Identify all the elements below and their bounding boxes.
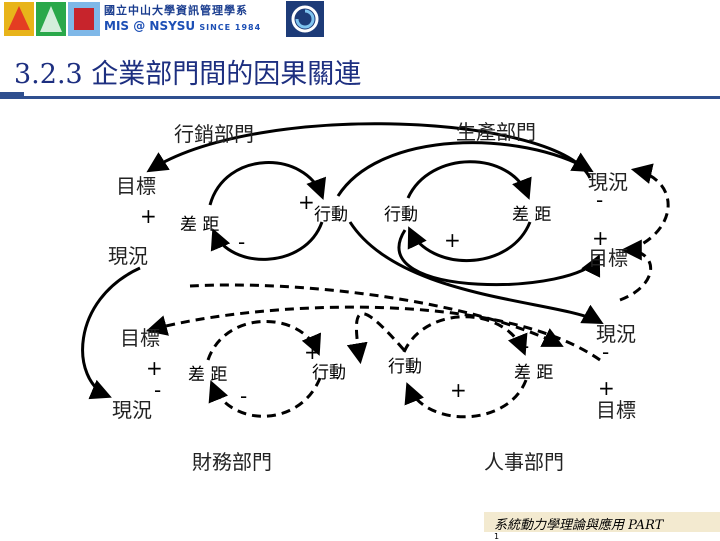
link-production-to-hr-current [348, 221, 604, 325]
dept-finance-label: 財務部門 [192, 450, 272, 474]
school-since: SINCE 1984 [199, 23, 262, 32]
school-name: 國立中山大學資訊管理學系 MIS @ NSYSU SINCE 1984 [104, 2, 261, 33]
link-hr-current-to-production-goal [619, 239, 653, 302]
link-marketing-to-finance-dashed [189, 283, 564, 347]
hr-goal-sign: + [598, 376, 615, 400]
finance-action-label: 行動 [312, 363, 346, 383]
marketing-goal-label: 目標 [116, 174, 156, 198]
marketing-goal-sign: + [140, 204, 157, 228]
school-name-line2: MIS @ NSYSU SINCE 1984 [104, 19, 261, 33]
production-goal-sign: + [592, 226, 609, 250]
hr-action-sign: + [450, 378, 467, 402]
marketing-loop-upper-arc [208, 161, 326, 206]
header: 國立中山大學資訊管理學系 MIS @ NSYSU SINCE 1984 [0, 0, 720, 40]
footer-bar [484, 512, 720, 532]
dept-production-label: 生產部門 [456, 120, 536, 144]
department-logo-icon [4, 2, 100, 36]
production-goal-label: 目標 [588, 246, 628, 270]
link-hr-to-marketing-dashed [145, 305, 601, 362]
finance-goal-sign: + [146, 356, 163, 380]
marketing-action-sign: + [298, 190, 315, 214]
finance-gap-label: 差 距 [188, 365, 228, 385]
marketing-gap-label: 差 距 [180, 215, 220, 235]
swirl-logo-icon [286, 1, 324, 37]
finance-current-sign: - [154, 378, 162, 402]
production-loop-lower-arc [407, 221, 532, 262]
production-current-label: 現況 [588, 170, 628, 194]
marketing-gap-sign: - [238, 230, 246, 254]
finance-loop-lower-arc [208, 377, 322, 418]
finance-action-sign: + [304, 340, 321, 364]
finance-goal-label: 目標 [120, 326, 160, 350]
school-abbrev: MIS @ NSYSU [104, 19, 196, 33]
hr-gap-sign: - [522, 334, 530, 358]
hr-current-sign: - [602, 340, 610, 364]
production-loop-upper-arc [406, 160, 532, 200]
link-hr-action-to-finance [346, 312, 406, 365]
hr-loop-lower-arc [404, 379, 528, 419]
footer-text: 系統動力學理論與應用 PART [494, 518, 664, 533]
production-action-sign: + [444, 228, 461, 252]
finance-current-label: 現況 [112, 398, 152, 422]
title-rule [0, 96, 720, 99]
marketing-action-label: 行動 [314, 205, 348, 225]
finance-gap-sign: - [240, 384, 248, 408]
link-production-action-to-lower [397, 229, 600, 287]
footer-page-marker: 1 [494, 532, 500, 541]
page-title: 3.2.3 企業部門間的因果關連 [14, 59, 362, 90]
hr-current-label: 現況 [596, 322, 636, 346]
production-gap-label: 差 距 [512, 205, 552, 225]
title-accent [0, 92, 24, 98]
hr-loop-upper-arc [402, 315, 528, 356]
link-marketing-current-to-finance [81, 266, 141, 400]
hr-goal-label: 目標 [596, 398, 636, 422]
marketing-current-label: 現況 [108, 244, 148, 268]
finance-loop-upper-arc [206, 320, 322, 361]
hr-gap-label: 差 距 [514, 363, 554, 383]
link-production-to-marketing-goal [146, 122, 592, 179]
dept-hr-label: 人事部門 [484, 450, 564, 474]
hr-action-label: 行動 [388, 357, 422, 377]
dept-marketing-label: 行銷部門 [174, 122, 254, 146]
production-action-label: 行動 [384, 205, 418, 225]
production-current-sign: - [596, 188, 604, 212]
link-hr-goal-to-production-current [629, 163, 670, 252]
link-marketing-action-to-production-current [336, 141, 594, 197]
school-name-line1: 國立中山大學資訊管理學系 [104, 4, 248, 17]
marketing-loop-lower-arc [210, 221, 324, 261]
